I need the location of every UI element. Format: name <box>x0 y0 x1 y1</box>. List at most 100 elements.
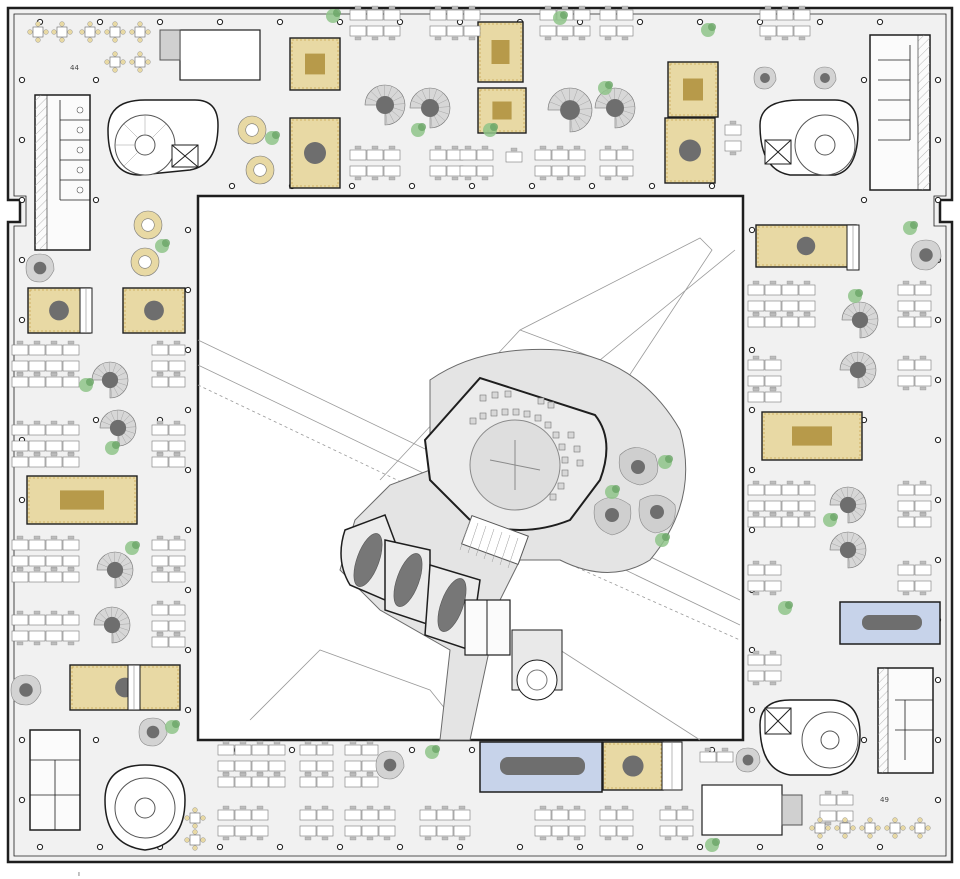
column-icon <box>156 18 164 26</box>
spiral-stair-icon <box>107 99 219 176</box>
column-icon <box>276 18 284 26</box>
column-icon <box>636 18 644 26</box>
pod <box>910 239 942 271</box>
pod <box>735 747 761 773</box>
cafe-table <box>859 817 881 839</box>
desk-cluster <box>217 805 269 841</box>
print-room <box>179 29 261 81</box>
column-icon <box>18 316 26 324</box>
column-icon <box>184 706 192 714</box>
column-icon <box>876 843 884 851</box>
desk-clusters <box>11 5 932 841</box>
column-icon <box>184 466 192 474</box>
column-icon <box>18 796 26 804</box>
pod <box>99 409 137 447</box>
desk-cluster <box>897 480 932 528</box>
meeting-room <box>761 411 863 461</box>
column-icon <box>748 706 756 714</box>
plant-icon <box>701 23 716 37</box>
column-icon <box>934 76 942 84</box>
column-icon <box>934 316 942 324</box>
meeting-room <box>122 287 186 334</box>
desk-cluster <box>299 805 334 841</box>
pod <box>409 87 451 129</box>
plant-icon <box>326 9 341 23</box>
plant-icon <box>553 11 568 25</box>
spiral-stair-icon <box>759 699 861 776</box>
pod <box>91 361 129 399</box>
desk-cluster <box>747 280 816 328</box>
stack-label: 44 <box>70 64 79 72</box>
spiral-stair-icon <box>759 99 859 176</box>
toilet-icon <box>877 667 934 774</box>
column-icon <box>748 466 756 474</box>
column-icon <box>336 843 344 851</box>
cafe-table <box>104 51 126 73</box>
column-icon <box>748 226 756 234</box>
desk-cluster <box>344 740 379 788</box>
cafe-table <box>104 21 126 43</box>
plant-icon <box>598 81 613 95</box>
column-icon <box>92 76 100 84</box>
desk-cluster <box>534 145 586 181</box>
column-icon <box>756 843 764 851</box>
pod <box>547 87 593 133</box>
cafe-table <box>129 21 151 43</box>
meeting-room <box>602 741 664 791</box>
column-icon <box>934 556 942 564</box>
pod <box>594 87 636 129</box>
column-icon <box>92 736 100 744</box>
plant-icon <box>155 239 170 253</box>
desk-cluster <box>349 145 401 181</box>
column-icon <box>96 18 104 26</box>
cafe-table <box>51 21 73 43</box>
column-icon <box>748 526 756 534</box>
column-icon <box>18 76 26 84</box>
cafe-table <box>834 817 856 839</box>
desk-cluster <box>747 650 782 686</box>
pod <box>829 531 867 569</box>
meeting-rooms <box>26 21 863 791</box>
plant-icon <box>411 123 426 137</box>
column-icon <box>184 586 192 594</box>
meeting-room <box>667 61 719 118</box>
pod <box>93 606 131 644</box>
column-icon <box>934 136 942 144</box>
column-icon <box>528 182 536 190</box>
column-icon <box>934 676 942 684</box>
desk-cluster <box>11 420 80 468</box>
desk-cluster <box>599 5 634 41</box>
column-icon <box>934 196 942 204</box>
plant-icon <box>105 441 120 455</box>
pod <box>133 210 163 240</box>
cafe-table <box>909 817 931 839</box>
desk-cluster <box>151 420 186 468</box>
conference-room-blue <box>839 601 941 645</box>
desk-cluster <box>217 740 286 788</box>
column-icon <box>934 496 942 504</box>
column-icon <box>336 18 344 26</box>
desk-cluster <box>429 5 481 41</box>
column-icon <box>468 182 476 190</box>
column-icon <box>876 18 884 26</box>
desk-cluster <box>897 560 932 596</box>
column-icon <box>184 406 192 414</box>
toilet-icon <box>29 729 81 831</box>
desk-cluster <box>505 147 523 163</box>
column-icon <box>408 182 416 190</box>
column-icon <box>408 746 416 754</box>
cafe-table <box>809 817 831 839</box>
desk-cluster <box>349 5 401 41</box>
meeting-room <box>289 37 341 91</box>
column-icon <box>816 843 824 851</box>
column-icon <box>184 526 192 534</box>
column-icon <box>36 843 44 851</box>
plant-icon <box>658 455 673 469</box>
desk-cluster <box>747 355 782 403</box>
service-label: 49 <box>880 796 889 804</box>
glass-partition <box>79 287 93 334</box>
desk-cluster <box>599 145 634 181</box>
round-pods <box>10 66 942 780</box>
pod <box>245 155 275 185</box>
column-icon <box>276 843 284 851</box>
